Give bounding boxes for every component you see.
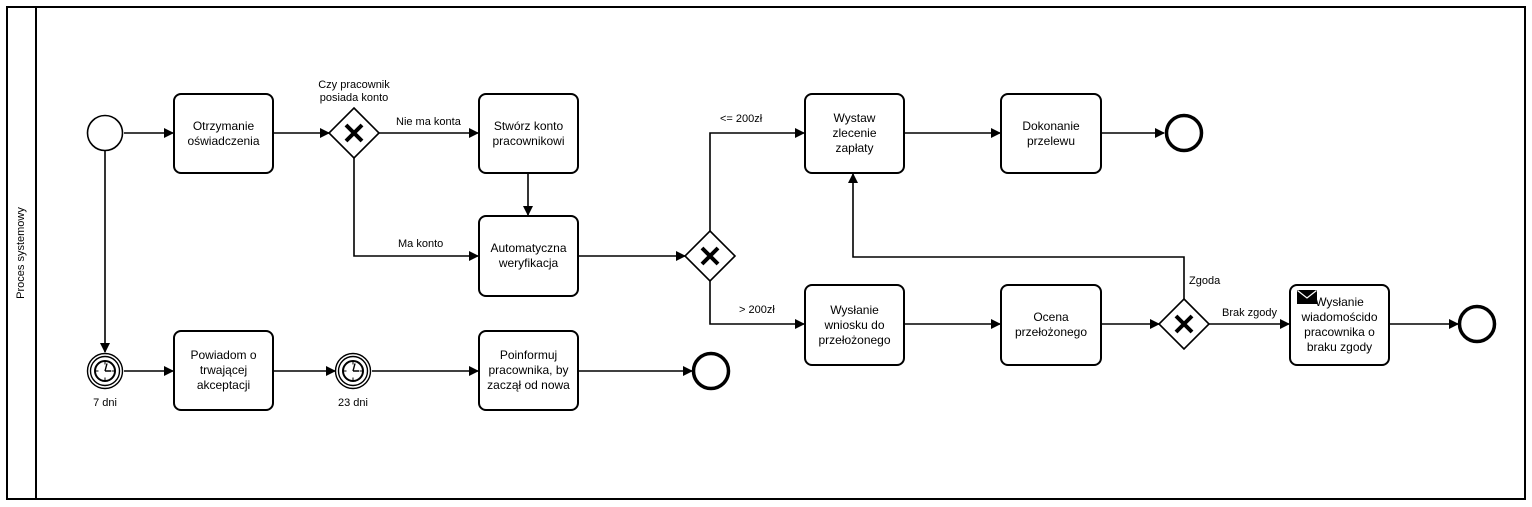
exclusive-gateway-x-icon — [1174, 314, 1194, 334]
task-otrzymanie-oswiadczenia[interactable]: Otrzymanie oświadczenia — [173, 93, 274, 174]
envelope-icon — [1297, 290, 1317, 304]
task-ocena-przelozonego[interactable]: Ocena przełożonego — [1000, 284, 1102, 366]
exclusive-gateway-x-icon — [700, 246, 720, 266]
gateway-3 — [1157, 297, 1211, 351]
task-powiadom[interactable]: Powiadom o trwającej akceptacji — [173, 330, 274, 411]
flow-g2-to-wyslanie-wniosku — [709, 281, 805, 329]
gateway-1-label: Czy pracownik posiada konto — [318, 79, 390, 104]
end-event-3 — [1457, 304, 1497, 344]
exclusive-gateway-x-icon — [344, 123, 364, 143]
timer-1-label: 7 dni — [93, 397, 117, 409]
end-event-1 — [1164, 113, 1204, 153]
task-wyslanie-wniosku[interactable]: Wysłanie wniosku do przełożonego — [804, 284, 905, 366]
timer-2-label: 23 dni — [338, 397, 368, 409]
flow-g1-to-automatyczna — [353, 158, 479, 261]
flow-g2-to-wystaw — [709, 128, 805, 231]
flow-label-gt-200: > 200zł — [739, 304, 775, 316]
lane-header — [6, 6, 37, 500]
flow-label-zgoda: Zgoda — [1189, 275, 1221, 287]
gateway-2 — [683, 229, 737, 283]
timer-clock-icon — [334, 352, 372, 390]
flow-label-nie-ma-konta: Nie ma konta — [396, 116, 461, 128]
pool — [6, 6, 1526, 500]
task-wystaw-zlecenie[interactable]: Wystaw zlecenie zapłaty — [804, 93, 905, 174]
task-stworz-konto[interactable]: Stwórz konto pracownikowi — [478, 93, 579, 174]
flow-label-ma-konto: Ma konto — [398, 238, 444, 250]
timer-clock-icon — [86, 352, 124, 390]
flow-g3-to-wystaw — [848, 173, 1185, 299]
task-poinformuj[interactable]: Poinformuj pracownika, by zaczął od nowa — [478, 330, 579, 411]
task-dokonanie-przelewu[interactable]: Dokonanie przelewu — [1000, 93, 1102, 174]
gateway-1 — [327, 106, 381, 160]
end-event-2 — [691, 351, 731, 391]
start-event — [86, 114, 124, 152]
flow-label-brak-zgody: Brak zgody — [1222, 307, 1278, 319]
flow-label-le-200: <= 200zł — [720, 113, 763, 125]
task-automatyczna-weryfikacja[interactable]: Automatyczna weryfikacja — [478, 215, 579, 297]
